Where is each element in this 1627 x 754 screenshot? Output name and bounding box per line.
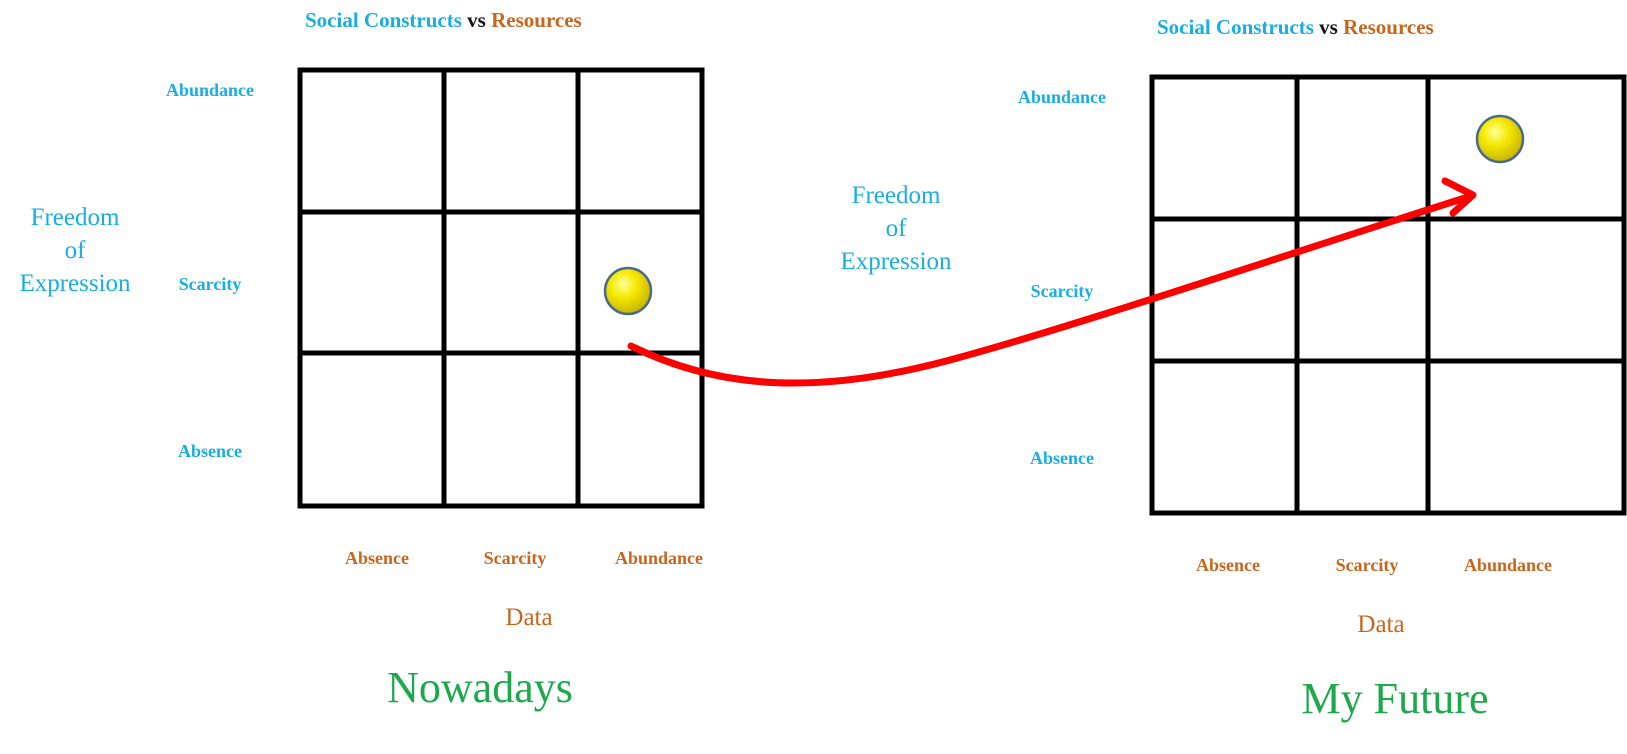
panel-1-y-axis-label-line-2: of xyxy=(64,237,86,264)
panel-1-y-level-absence: Absence xyxy=(178,441,242,461)
panel-1-title-vs: vs xyxy=(467,8,486,32)
panel-1-y-axis-label: Freedom of Expression xyxy=(0,201,155,300)
panel-2-title-social: Social Constructs xyxy=(1157,15,1314,39)
panel-2-title-resources: Resources xyxy=(1343,15,1434,39)
panel-1-y-level-scarcity: Scarcity xyxy=(178,274,242,294)
transition-arrow-head xyxy=(1441,177,1477,217)
panel-1-y-axis-label-line-1: Freedom xyxy=(30,204,120,231)
panel-1-x-level-abundance: Abundance xyxy=(614,548,704,568)
panel-2-y-level-scarcity: Scarcity xyxy=(1030,281,1094,301)
panel-2-y-level-abundance: Abundance xyxy=(1017,87,1107,107)
panel-2-y-level-absence: Absence xyxy=(1030,448,1094,468)
panel-1-grid-border xyxy=(297,67,705,509)
panel-1-x-axis-label: Data xyxy=(505,604,553,631)
panel-1-grid xyxy=(297,67,705,509)
panel-1-caption: Nowadays xyxy=(387,663,573,712)
panel-1-dot xyxy=(603,266,653,316)
panel-1-title-social: Social Constructs xyxy=(305,8,462,32)
panel-1-title-resources: Resources xyxy=(491,8,582,32)
panel-1-y-level-abundance: Abundance xyxy=(165,80,255,100)
panel-2-y-axis-label-line-1: Freedom xyxy=(851,182,941,209)
panel-2-x-level-absence: Absence xyxy=(1196,555,1260,575)
panel-2-y-axis-label: Freedom of Expression xyxy=(816,179,976,278)
panel-2-caption: My Future xyxy=(1301,674,1489,723)
panel-1-x-level-scarcity: Scarcity xyxy=(483,548,547,568)
transition-arrow xyxy=(627,177,1477,387)
panel-1-x-level-absence: Absence xyxy=(345,548,409,568)
panel-2-grid-border xyxy=(1149,74,1627,516)
panel-2-title: Social Constructs vs Resources xyxy=(1157,15,1434,40)
panel-2-y-axis-label-line-2: of xyxy=(885,215,907,242)
panel-2-grid xyxy=(1149,74,1627,516)
panel-2-dot xyxy=(1475,114,1525,164)
panel-2-x-axis-label: Data xyxy=(1357,611,1405,638)
panel-1-title: Social Constructs vs Resources xyxy=(305,8,582,33)
panel-2-x-level-abundance: Abundance xyxy=(1463,555,1553,575)
panel-2-y-axis-label-line-3: Expression xyxy=(840,248,952,275)
panel-2-title-vs: vs xyxy=(1319,15,1338,39)
panel-1-y-axis-label-line-3: Expression xyxy=(19,270,131,297)
transition-arrow-shaft xyxy=(627,193,1472,387)
panel-2-x-level-scarcity: Scarcity xyxy=(1335,555,1399,575)
